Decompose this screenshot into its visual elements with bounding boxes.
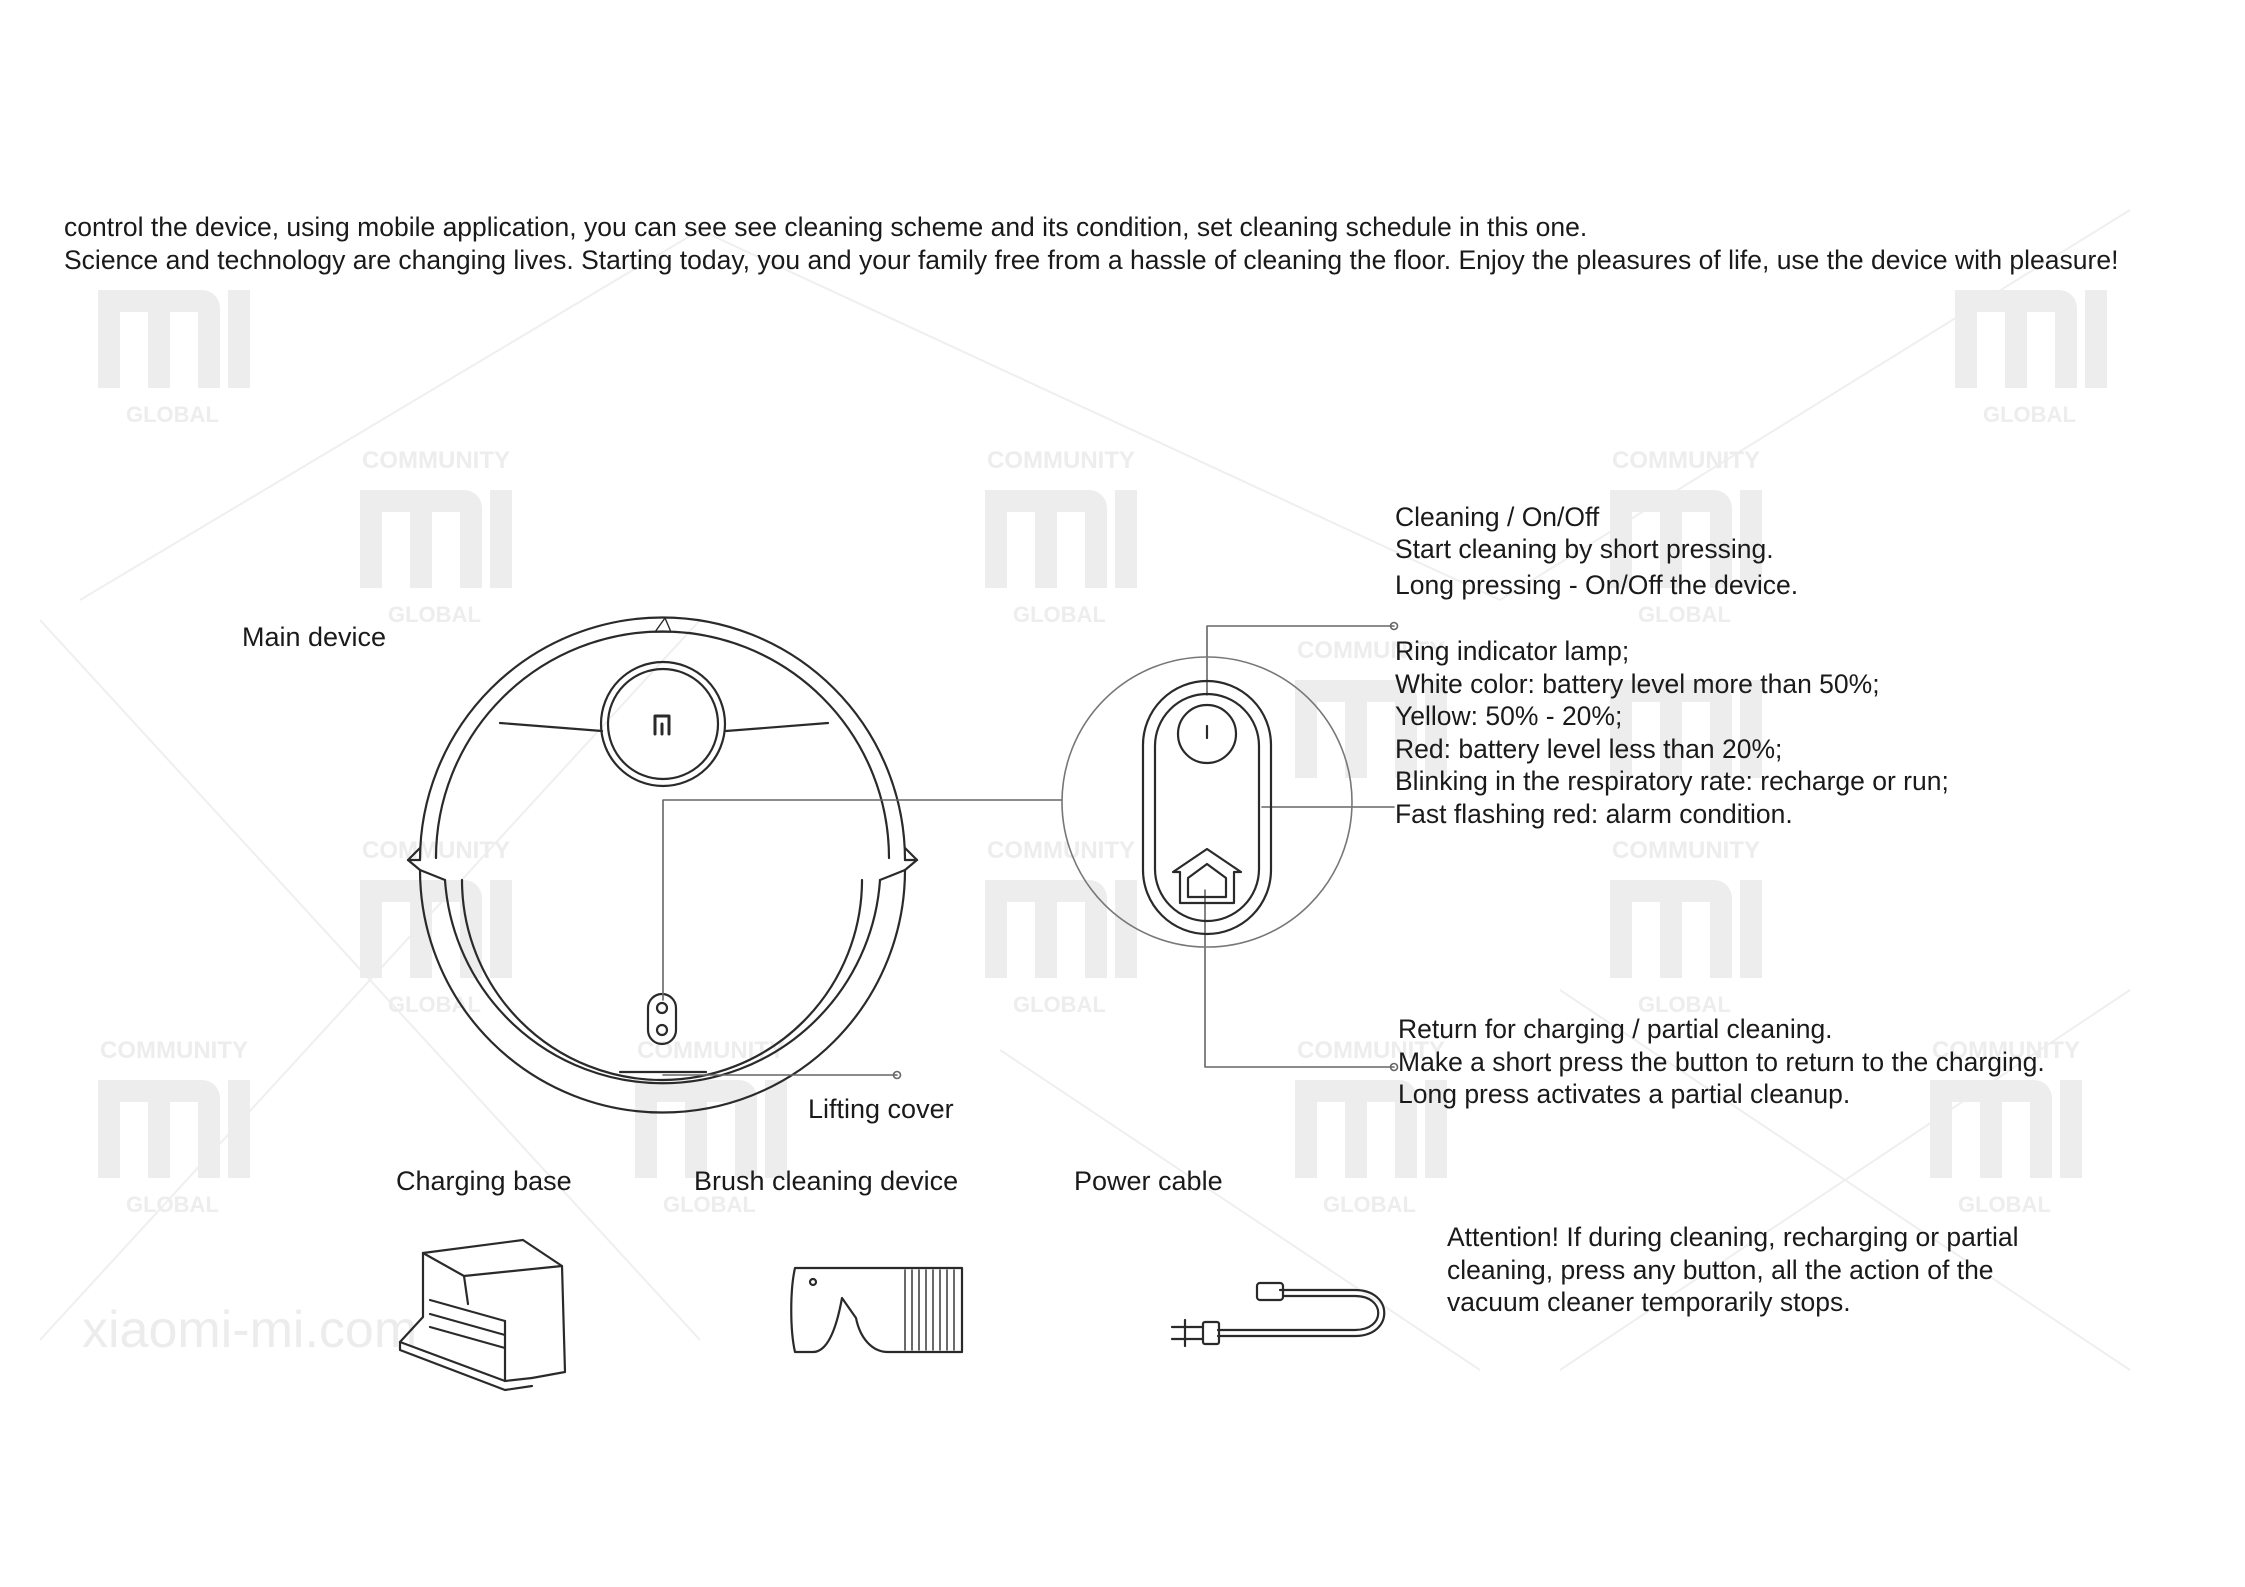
home-button-line-2: Long press activates a partial cleanup. <box>1398 1079 1851 1109</box>
watermark-mi-logo: COMMUNITY GLOBAL <box>985 447 1137 627</box>
attention-line-2: cleaning, press any button, all the acti… <box>1447 1254 1994 1285</box>
control-panel-zoom <box>1061 656 1353 948</box>
attention-note: Attention! If during cleaning, rechargin… <box>1447 1221 2019 1319</box>
watermark-community-text: COMMUNITY <box>1612 447 1760 474</box>
power-button-title: Cleaning / On/Off <box>1395 502 1600 532</box>
watermark-mi-logo: COMMUNITY GLOBAL <box>1610 837 1762 1017</box>
watermark-global-text: GLOBAL <box>1983 402 2076 427</box>
watermark-global-text: GLOBAL <box>1323 1192 1416 1217</box>
power-button-description: Cleaning / On/Off Start cleaning by shor… <box>1395 500 1798 601</box>
watermark-global-text: GLOBAL <box>126 1192 219 1217</box>
watermark-mi-logo <box>1610 680 1762 778</box>
watermark-community-text: COMMUNITY <box>1612 837 1760 864</box>
home-button-description: Return for charging / partial cleaning. … <box>1398 1013 2045 1111</box>
label-charging-base: Charging base <box>396 1166 572 1196</box>
charging-base-icon <box>398 1238 567 1392</box>
power-cable-icon <box>1170 1281 1386 1348</box>
label-power-cable: Power cable <box>1074 1166 1223 1196</box>
watermark-community-text: COMMUNITY <box>1297 1037 1445 1064</box>
watermark-global-text: GLOBAL <box>1638 992 1731 1017</box>
home-button-icon <box>1171 847 1243 905</box>
watermark-global-text: GLOBAL <box>1638 602 1731 627</box>
watermark-global-text: GLOBAL <box>388 602 481 627</box>
ring-lamp-white: White color: battery level more than 50%… <box>1395 668 1880 699</box>
intro-line-2: Science and technology are changing live… <box>64 244 2119 275</box>
watermark-community-text: COMMUNITY <box>362 447 510 474</box>
watermark-global-text: GLOBAL <box>663 1192 756 1217</box>
power-button-line-2: Long pressing - On/Off the device. <box>1395 570 1799 600</box>
watermark-mi-logo: COMMUNITY GLOBAL <box>360 447 512 627</box>
ring-lamp-fast: Fast flashing red: alarm condition. <box>1395 798 1793 829</box>
robot-vacuum-icon <box>406 616 919 1114</box>
watermark-community-text: COMMUNITY <box>987 447 1135 474</box>
leader-lines <box>662 621 1399 1080</box>
brush-cleaning-icon <box>790 1266 964 1354</box>
watermark-marks: GLOBAL GLOBAL COMMUNITY GLOBAL COMMUNITY GLOB… <box>98 290 2107 1217</box>
watermark-mi-logo: GLOBAL <box>1955 290 2107 427</box>
watermark-global-text: GLOBAL <box>1013 602 1106 627</box>
mi-logo-icon <box>653 714 671 736</box>
ring-lamp-blinking: Blinking in the respiratory rate: rechar… <box>1395 766 1949 796</box>
watermark-mi-logo: COMMUNITY GLOBAL <box>1930 1037 2082 1217</box>
watermark-mi-logo: GLOBAL <box>98 290 250 427</box>
label-main-device: Main device <box>242 622 387 652</box>
watermark-community-text: COMMUNITY <box>1932 1037 2080 1064</box>
watermark-community-text: COMMUNITY <box>987 837 1135 864</box>
label-lifting-cover: Lifting cover <box>808 1094 954 1124</box>
watermark-mi-logo: COMMUNITY GLOBAL <box>1610 447 1762 627</box>
power-button-line-1: Start cleaning by short pressing. <box>1395 534 1774 564</box>
watermark-url: xiaomi-mi.com <box>82 1301 418 1359</box>
watermark-global-text: GLOBAL <box>1013 992 1106 1017</box>
intro-line-1: control the device, using mobile applica… <box>64 212 1588 242</box>
watermark-mi-logo: COMMUNITY GLOBAL <box>985 837 1137 1017</box>
ring-lamp-red: Red: battery level less than 20%; <box>1395 733 1783 764</box>
watermark-global-text: GLOBAL <box>1958 1192 2051 1217</box>
watermark-mi-logo: COMMUNITY <box>1295 637 1447 778</box>
watermark-mi-logo: COMMUNITY GLOBAL <box>98 1037 250 1217</box>
watermark-global-text: GLOBAL <box>126 402 219 427</box>
home-button-line-1: Make a short press the button to return … <box>1398 1046 2045 1077</box>
attention-line-1: Attention! If during cleaning, rechargin… <box>1447 1222 2019 1252</box>
watermark-community-text: COMMUNITY <box>1297 637 1445 664</box>
home-button-title: Return for charging / partial cleaning. <box>1398 1014 1833 1044</box>
intro-paragraph: control the device, using mobile applica… <box>64 211 2118 276</box>
watermark-mi-logo: COMMUNITY GLOBAL <box>1295 1037 1447 1217</box>
label-brush-cleaning-device: Brush cleaning device <box>694 1166 959 1196</box>
ring-lamp-yellow: Yellow: 50% - 20%; <box>1395 701 1623 731</box>
attention-line-3: vacuum cleaner temporarily stops. <box>1447 1287 1851 1317</box>
watermark-community-text: COMMUNITY <box>100 1037 248 1064</box>
ring-lamp-description: Ring indicator lamp; White color: batter… <box>1395 635 1949 830</box>
ring-lamp-title: Ring indicator lamp; <box>1395 636 1630 666</box>
